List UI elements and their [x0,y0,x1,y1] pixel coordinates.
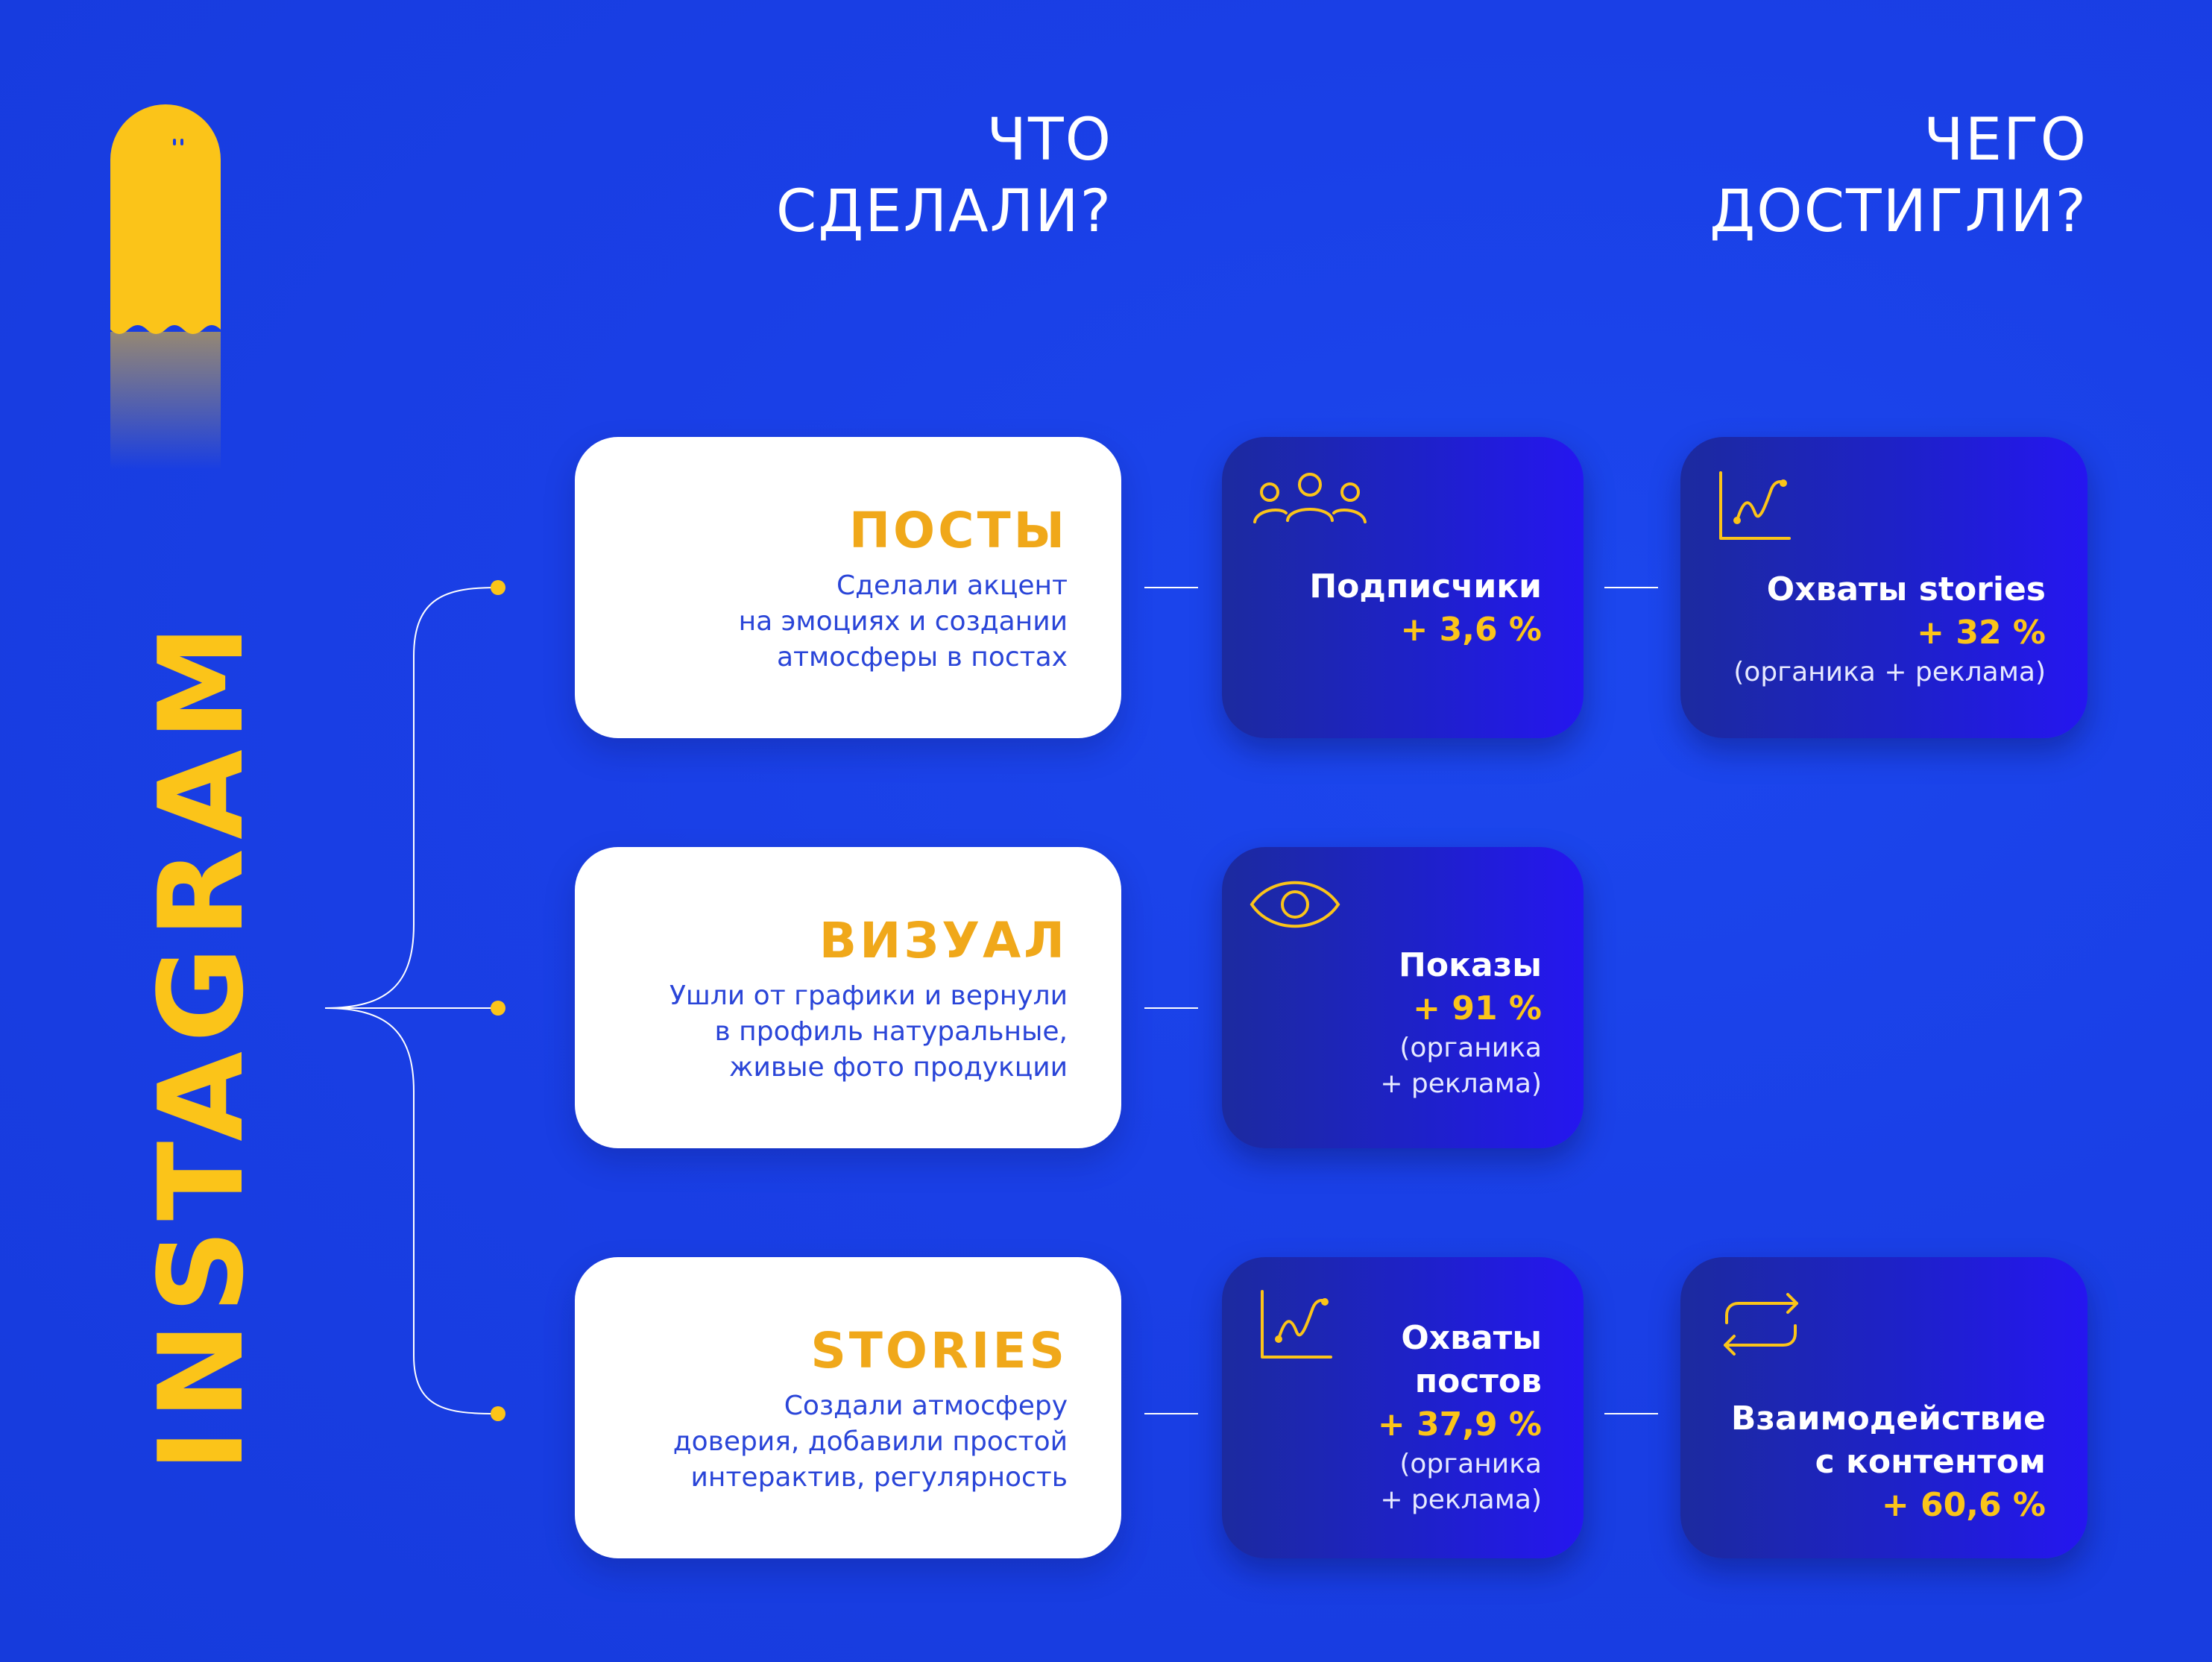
achieved-line2: ДОСТИГЛИ? [1710,178,2087,245]
result-value: + 37,9 % [1377,1406,1542,1444]
what-done-line1: ЧТО [986,107,1112,174]
result-card-posts-reach: Охваты постов + 37,9 % (органика + рекла… [1222,1257,1584,1558]
line-chart-icon [1261,1290,1332,1359]
result-card-impressions: Показы + 91 % (органика + реклама) [1222,847,1584,1148]
result-label: Охваты stories [1766,570,2046,608]
people-icon [1253,473,1367,523]
row2-node-dot [491,1001,505,1016]
action-card-visual: ВИЗУАЛ Ушли от графики и вернули в профи… [575,847,1121,1148]
action-title: ПОСТЫ [848,502,1068,559]
eye-icon [1250,881,1340,928]
result-card-engagement: Взаимодействие с контентом + 60,6 % [1680,1257,2087,1558]
row1-node-dot [491,580,505,595]
action-card-stories: STORIES Создали атмосферу доверия, добав… [575,1257,1121,1558]
achieved-heading: ЧЕГО ДОСТИГЛИ? [1640,104,2087,248]
brand-vertical-title: INSTAGRAM [133,615,269,1473]
ghost-mascot-icon [110,104,221,470]
what-done-line2: СДЕЛАЛИ? [775,178,1112,245]
result-card-subscribers: Подписчики + 3,6 % [1222,437,1584,738]
brace-line [324,587,497,1414]
achieved-line1: ЧЕГО [1923,107,2087,174]
what-done-heading: ЧТО СДЕЛАЛИ? [671,104,1112,248]
result-card-stories-reach: Охваты stories + 32 % (органика + реклам… [1680,437,2087,738]
action-description: Ушли от графики и вернули в профиль нату… [669,980,1068,1083]
result-note: (органика + реклама) [1380,1033,1542,1099]
result-value: + 32 % [1917,614,2046,652]
repeat-icon [1724,1293,1798,1356]
row3-node-dot [491,1406,505,1421]
result-label: Охваты постов [1401,1319,1542,1400]
action-card-posts: ПОСТЫ Сделали акцент на эмоциях и создан… [575,437,1121,738]
result-label: Показы [1399,946,1542,984]
result-label: Взаимодействие с контентом [1730,1400,2046,1481]
action-description: Создали атмосферу доверия, добавили прос… [672,1391,1068,1493]
result-note: (органика + реклама) [1733,657,2046,687]
action-title: ВИЗУАЛ [819,912,1068,969]
result-note: (органика + реклама) [1380,1449,1542,1515]
result-value: + 91 % [1413,989,1542,1027]
result-label: Подписчики [1309,567,1542,605]
result-value: + 3,6 % [1400,611,1542,649]
action-description: Сделали акцент на эмоциях и создании атм… [738,570,1068,673]
line-chart-icon [1719,471,1791,540]
result-value: + 60,6 % [1881,1486,2046,1524]
action-title: STORIES [810,1322,1068,1379]
